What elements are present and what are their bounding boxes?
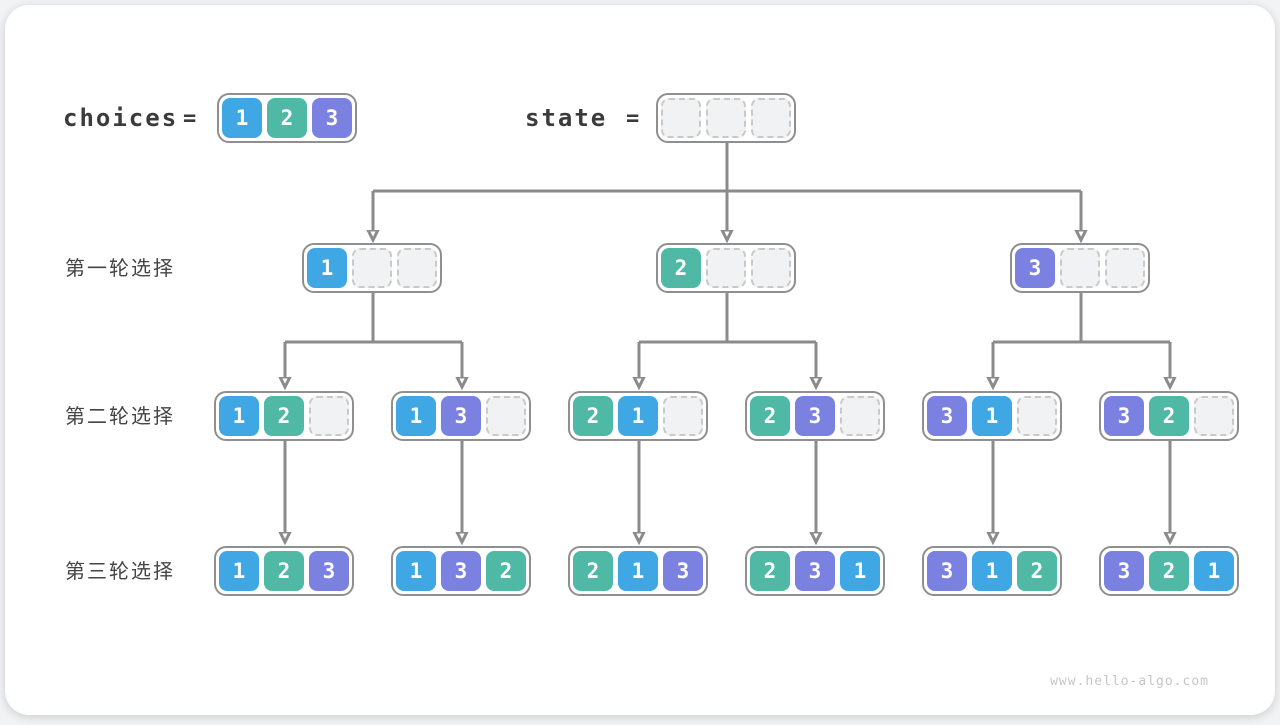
array-cell: 1 — [396, 396, 436, 436]
state-equals-sign: = — [626, 105, 639, 133]
site-watermark: www.hello-algo.com — [1050, 674, 1209, 689]
array-cell — [1017, 396, 1057, 436]
round-2-label: 第二轮选择 — [65, 404, 175, 430]
choices-equals-sign: = — [183, 105, 196, 133]
array-cell: 3 — [441, 396, 481, 436]
array-box: 1 3 — [391, 391, 531, 441]
array-box: 3 2 — [1099, 391, 1239, 441]
permutation-tree-diagram: choices = 1 2 3 state = 第一轮选择 1 2 3 第二轮选… — [5, 5, 1275, 715]
array-box: 2 1 3 — [568, 546, 708, 596]
array-cell: 2 — [661, 248, 701, 288]
array-cell — [751, 98, 791, 138]
array-cell: 2 — [267, 98, 307, 138]
array-cell: 2 — [264, 551, 304, 591]
choices-array-box: 1 2 3 — [217, 93, 357, 143]
array-cell: 3 — [309, 551, 349, 591]
array-cell — [309, 396, 349, 436]
array-cell: 3 — [312, 98, 352, 138]
array-cell — [663, 396, 703, 436]
array-cell: 3 — [1104, 396, 1144, 436]
array-box: 3 1 — [922, 391, 1062, 441]
array-cell: 2 — [1149, 396, 1189, 436]
array-cell: 2 — [1149, 551, 1189, 591]
array-cell: 1 — [307, 248, 347, 288]
array-box: 1 — [302, 243, 442, 293]
array-box: 3 1 2 — [922, 546, 1062, 596]
tree-connector-arrows — [5, 5, 1280, 725]
array-cell: 2 — [486, 551, 526, 591]
array-cell: 1 — [1194, 551, 1234, 591]
choices-label: choices — [63, 104, 178, 132]
state-array-box — [656, 93, 796, 143]
array-cell: 1 — [222, 98, 262, 138]
array-box: 1 2 — [214, 391, 354, 441]
array-cell: 3 — [663, 551, 703, 591]
array-cell: 3 — [441, 551, 481, 591]
array-cell: 1 — [972, 551, 1012, 591]
array-cell: 2 — [750, 551, 790, 591]
array-cell: 3 — [927, 551, 967, 591]
array-cell — [706, 248, 746, 288]
array-cell: 1 — [396, 551, 436, 591]
array-box: 3 2 1 — [1099, 546, 1239, 596]
array-cell: 3 — [1104, 551, 1144, 591]
array-cell — [1105, 248, 1145, 288]
array-cell: 1 — [219, 396, 259, 436]
state-label: state — [525, 104, 607, 132]
array-box: 2 3 — [745, 391, 885, 441]
diagram-card: choices = 1 2 3 state = 第一轮选择 1 2 3 第二轮选… — [5, 5, 1275, 715]
array-cell: 3 — [795, 396, 835, 436]
array-cell — [352, 248, 392, 288]
array-cell: 1 — [972, 396, 1012, 436]
array-cell: 2 — [573, 551, 613, 591]
array-box: 1 3 2 — [391, 546, 531, 596]
round-3-label: 第三轮选择 — [65, 559, 175, 585]
array-box: 2 — [656, 243, 796, 293]
array-cell — [661, 98, 701, 138]
round-1-label: 第一轮选择 — [65, 256, 175, 282]
array-cell: 2 — [750, 396, 790, 436]
array-cell — [840, 396, 880, 436]
array-box: 3 — [1010, 243, 1150, 293]
array-cell — [486, 396, 526, 436]
array-cell — [706, 98, 746, 138]
array-cell — [1060, 248, 1100, 288]
array-cell: 1 — [618, 396, 658, 436]
array-box: 2 1 — [568, 391, 708, 441]
array-cell — [1194, 396, 1234, 436]
array-cell: 1 — [219, 551, 259, 591]
array-box: 1 2 3 — [214, 546, 354, 596]
array-cell — [751, 248, 791, 288]
array-cell: 1 — [618, 551, 658, 591]
array-cell — [397, 248, 437, 288]
array-cell: 1 — [840, 551, 880, 591]
array-box: 2 3 1 — [745, 546, 885, 596]
array-cell: 2 — [573, 396, 613, 436]
array-cell: 3 — [927, 396, 967, 436]
array-cell: 2 — [264, 396, 304, 436]
array-cell: 2 — [1017, 551, 1057, 591]
array-cell: 3 — [795, 551, 835, 591]
array-cell: 3 — [1015, 248, 1055, 288]
